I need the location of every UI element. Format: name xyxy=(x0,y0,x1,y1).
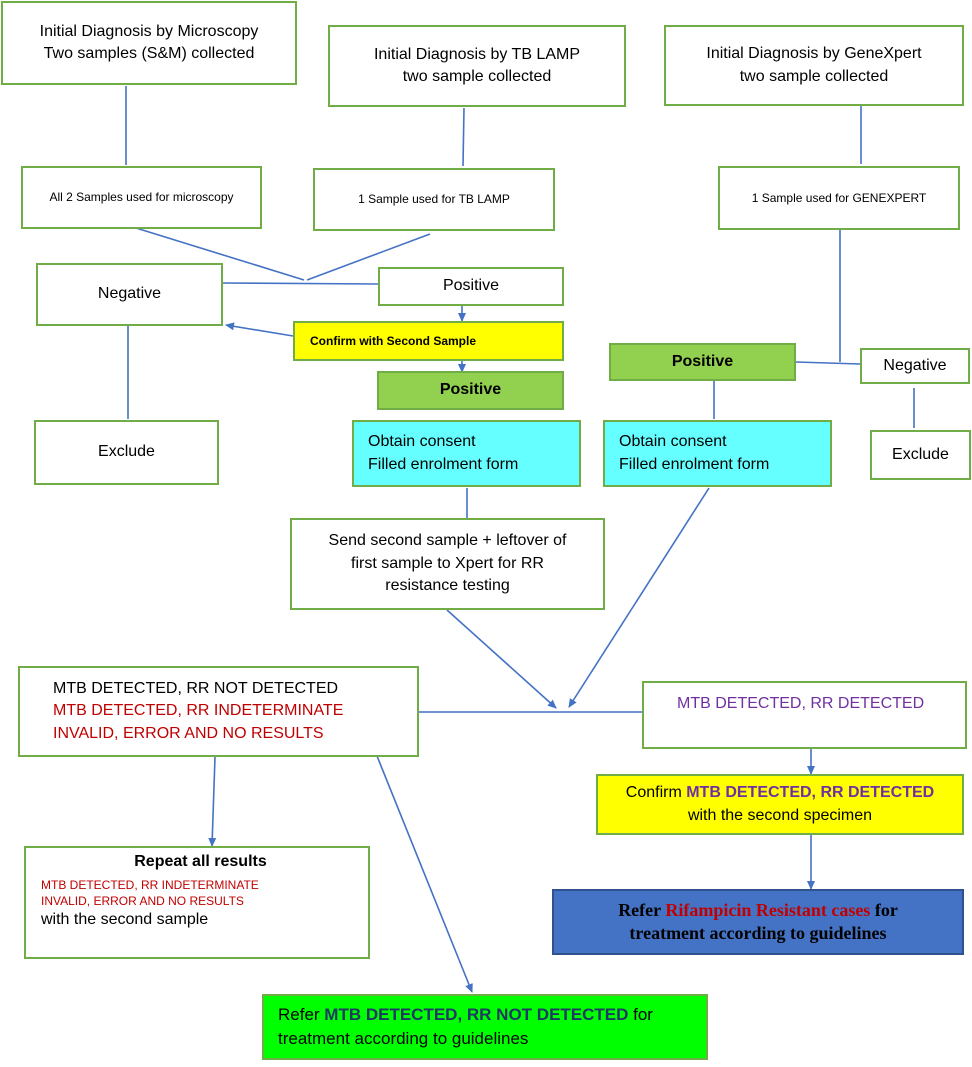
refer-rr-suffix: for xyxy=(870,899,898,920)
tblamp-diagnosis-box: Initial Diagnosis by TB LAMP two sample … xyxy=(328,25,626,107)
positive-mid-label: Positive xyxy=(442,277,500,295)
negative-left-box: Negative xyxy=(36,263,223,326)
exclude-left-box: Exclude xyxy=(34,420,219,485)
exclude-right-label: Exclude xyxy=(892,445,949,463)
consent-right-line1: Obtain consent xyxy=(619,433,727,451)
refer-mtb-line2: treatment according to guidelines xyxy=(278,1029,529,1048)
genexpert-diagnosis-subtitle: two sample collected xyxy=(739,67,889,85)
microscopy-diagnosis-title: Initial Diagnosis by Microscopy xyxy=(39,22,259,40)
consent-right-line2: Filled enrolment form xyxy=(619,455,770,473)
confirm-rr-line1: Confirm MTB DETECTED, RR DETECTED xyxy=(626,782,934,804)
tblamp-sample-box: 1 Sample used for TB LAMP xyxy=(313,168,555,231)
positive-mid2-box: Positive xyxy=(377,371,564,410)
arrow-results-to-refer-mtb xyxy=(376,755,473,993)
consent-mid-line2: Filled enrolment form xyxy=(368,455,519,473)
confirm-second-sample-box: Confirm with Second Sample xyxy=(293,321,564,361)
confirm-rr-highlight: MTB DETECTED, RR DETECTED xyxy=(686,784,935,802)
repeat-results-line2: INVALID, ERROR AND NO RESULTS xyxy=(41,893,244,908)
genexpert-diagnosis-box: Initial Diagnosis by GeneXpert two sampl… xyxy=(664,25,964,106)
microscopy-samples-box: All 2 Samples used for microscopy xyxy=(21,166,262,229)
refer-rr-line2: treatment according to guidelines xyxy=(629,923,887,943)
connector-positive-negative-right xyxy=(795,361,861,365)
refer-mtb-line1: Refer MTB DETECTED, RR NOT DETECTED for xyxy=(278,1003,653,1027)
connector-micro-samples-merge xyxy=(135,227,305,281)
results-left-line3: INVALID, ERROR AND NO RESULTS xyxy=(53,724,324,742)
results-right-label: MTB DETECTED, RR DETECTED xyxy=(677,695,925,712)
send-second-sample-box: Send second sample + leftover of first s… xyxy=(290,518,605,610)
results-left-line2: MTB DETECTED, RR INDETERMINATE xyxy=(53,702,344,720)
negative-left-label: Negative xyxy=(97,285,162,303)
results-right-box: MTB DETECTED, RR DETECTED xyxy=(642,681,967,749)
results-left-box: MTB DETECTED, RR NOT DETECTED MTB DETECT… xyxy=(18,666,419,757)
repeat-results-line1: MTB DETECTED, RR INDETERMINATE xyxy=(41,877,259,892)
confirm-rr-box: Confirm MTB DETECTED, RR DETECTED with t… xyxy=(596,774,964,835)
refer-rr-prefix: Refer xyxy=(618,899,666,920)
refer-mtb-prefix: Refer xyxy=(278,1005,325,1025)
refer-rr-highlight: Rifampicin Resistant cases xyxy=(665,899,871,920)
tblamp-sample-label: 1 Sample used for TB LAMP xyxy=(358,192,510,207)
negative-right-label: Negative xyxy=(883,356,947,374)
exclude-left-label: Exclude xyxy=(98,443,155,461)
refer-rr-box: Refer Rifampicin Resistant cases for tre… xyxy=(552,889,964,955)
consent-mid-box: Obtain consent Filled enrolment form xyxy=(352,420,581,487)
genexpert-sample-label: 1 Sample used for GENEXPERT xyxy=(751,190,927,205)
repeat-results-title: Repeat all results xyxy=(134,853,267,870)
arrow-consent-right-to-junction xyxy=(568,487,710,708)
tblamp-diagnosis-title: Initial Diagnosis by TB LAMP xyxy=(373,45,580,63)
positive-right-box: Positive xyxy=(609,343,796,381)
refer-mtb-box: Refer MTB DETECTED, RR NOT DETECTED for … xyxy=(262,994,708,1060)
send-second-line3: resistance testing xyxy=(385,577,510,595)
results-left-line1: MTB DETECTED, RR NOT DETECTED xyxy=(53,679,339,697)
positive-mid2-label: Positive xyxy=(439,381,502,399)
confirm-rr-line2: with the second specimen xyxy=(687,806,873,824)
arrow-results-to-repeat xyxy=(208,756,217,847)
consent-mid-line1: Obtain consent xyxy=(368,433,476,451)
tblamp-diagnosis-subtitle: two sample collected xyxy=(402,68,552,85)
genexpert-diagnosis-title: Initial Diagnosis by GeneXpert xyxy=(706,45,922,63)
microscopy-diagnosis-box: Initial Diagnosis by Microscopy Two samp… xyxy=(1,1,297,85)
arrow-send-to-junction xyxy=(446,609,557,709)
send-second-line1: Send second sample + leftover of xyxy=(328,532,567,550)
microscopy-diagnosis-subtitle: Two samples (S&M) collected xyxy=(43,45,255,62)
arrow-confirm-to-negative xyxy=(225,322,294,337)
exclude-right-box: Exclude xyxy=(870,430,971,480)
connector-negative-positive xyxy=(222,282,379,285)
microscopy-samples-label: All 2 Samples used for microscopy xyxy=(49,190,234,205)
negative-right-box: Negative xyxy=(860,348,970,384)
connector-lamp-sample-merge xyxy=(306,233,431,281)
positive-right-label: Positive xyxy=(671,352,734,370)
confirm-rr-prefix: Confirm xyxy=(625,784,687,802)
refer-mtb-highlight: MTB DETECTED, RR NOT DETECTED xyxy=(324,1005,629,1025)
genexpert-sample-box: 1 Sample used for GENEXPERT xyxy=(718,166,960,230)
positive-mid-box: Positive xyxy=(378,267,564,306)
repeat-results-box: Repeat all results MTB DETECTED, RR INDE… xyxy=(24,846,370,959)
send-second-line2: first sample to Xpert for RR xyxy=(351,554,544,572)
confirm-second-sample-label: Confirm with Second Sample xyxy=(310,333,477,348)
consent-right-box: Obtain consent Filled enrolment form xyxy=(603,420,832,487)
refer-rr-line1: Refer Rifampicin Resistant cases for xyxy=(618,899,898,922)
refer-mtb-suffix: for xyxy=(628,1005,653,1025)
repeat-results-line3: with the second sample xyxy=(41,910,209,928)
connector-lamp-to-sample xyxy=(462,107,465,167)
